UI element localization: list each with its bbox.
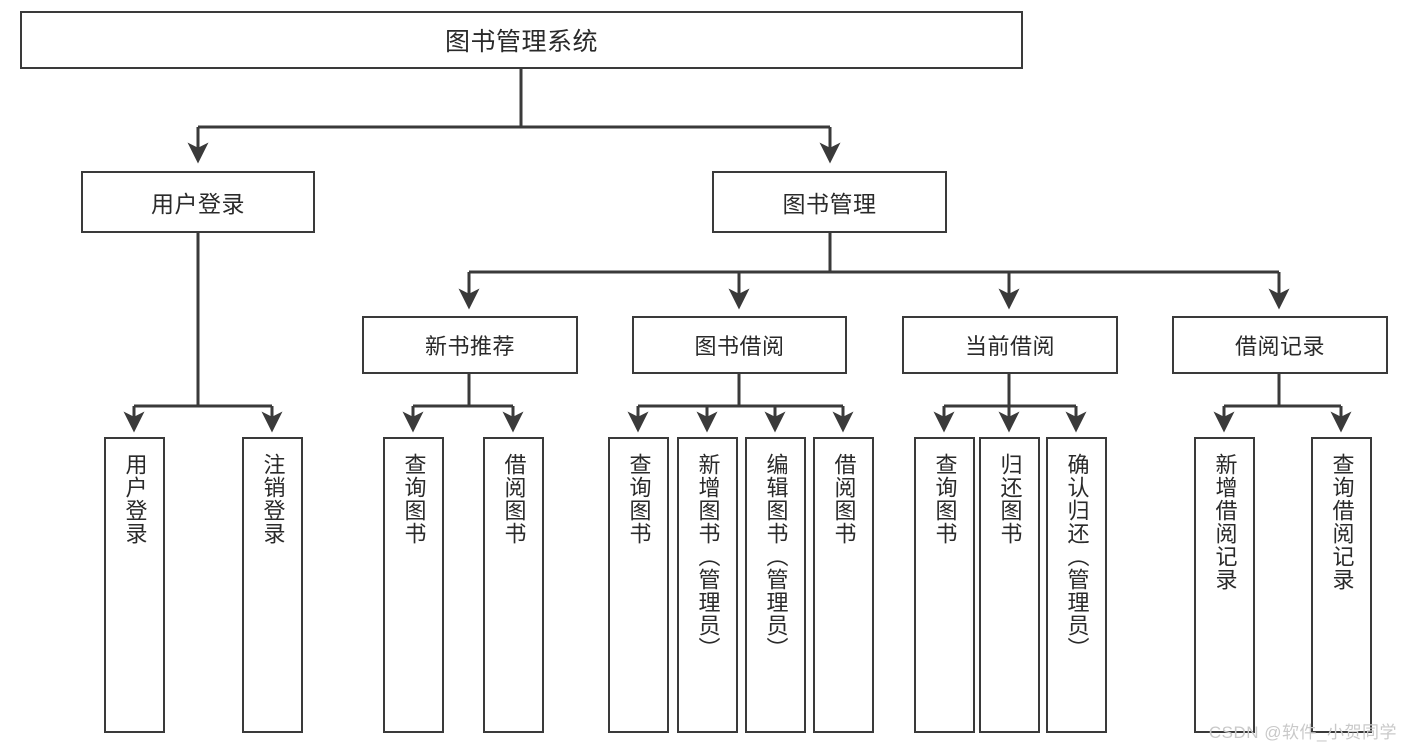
node-user-login[interactable]: 用户登录 [81, 171, 315, 233]
node-new-book-recommend-label: 新书推荐 [424, 334, 515, 359]
node-user-login-label: 用户登录 [151, 191, 245, 217]
node-leaf-edit-book[interactable]: 编辑图书（管理员） [745, 437, 806, 733]
node-leaf-confirm-return[interactable]: 确认归还（管理员） [1046, 437, 1107, 733]
node-leaf-user-login-label: 用户登录 [122, 453, 148, 545]
node-root-label: 图书管理系统 [444, 28, 598, 56]
node-leaf-confirm-return-label: 确认归还（管理员） [1064, 453, 1090, 660]
node-leaf-add-record-label: 新增借阅记录 [1212, 453, 1238, 591]
node-book-borrow-label: 图书借阅 [694, 334, 785, 359]
node-leaf-borrow-book-2[interactable]: 借阅图书 [813, 437, 874, 733]
node-leaf-add-record[interactable]: 新增借阅记录 [1194, 437, 1255, 733]
node-borrow-record[interactable]: 借阅记录 [1172, 316, 1388, 374]
node-book-manage-label: 图书管理 [782, 191, 877, 217]
node-leaf-query-book-3-label: 查询图书 [932, 453, 958, 545]
node-leaf-query-book-2[interactable]: 查询图书 [608, 437, 669, 733]
node-leaf-return-book-label: 归还图书 [997, 453, 1023, 545]
node-leaf-add-book-label: 新增图书（管理员） [695, 453, 721, 660]
csdn-watermark: CSDN @软件_小贺同学 [1208, 723, 1397, 742]
node-leaf-borrow-book-1-label: 借阅图书 [501, 453, 527, 545]
node-leaf-query-record-label: 查询借阅记录 [1329, 453, 1355, 591]
node-book-manage[interactable]: 图书管理 [712, 171, 947, 233]
node-leaf-query-record[interactable]: 查询借阅记录 [1311, 437, 1372, 733]
node-current-borrow[interactable]: 当前借阅 [902, 316, 1118, 374]
node-leaf-borrow-book-2-label: 借阅图书 [831, 453, 857, 545]
node-leaf-query-book-1[interactable]: 查询图书 [383, 437, 444, 733]
node-leaf-return-book[interactable]: 归还图书 [979, 437, 1040, 733]
node-current-borrow-label: 当前借阅 [964, 334, 1055, 359]
node-root[interactable]: 图书管理系统 [20, 11, 1023, 69]
node-leaf-query-book-3[interactable]: 查询图书 [914, 437, 975, 733]
node-leaf-query-book-1-label: 查询图书 [401, 453, 427, 545]
node-leaf-logout-login[interactable]: 注销登录 [242, 437, 303, 733]
node-leaf-borrow-book-1[interactable]: 借阅图书 [483, 437, 544, 733]
node-leaf-edit-book-label: 编辑图书（管理员） [763, 453, 789, 660]
node-book-borrow[interactable]: 图书借阅 [632, 316, 847, 374]
node-new-book-recommend[interactable]: 新书推荐 [362, 316, 578, 374]
node-leaf-user-login[interactable]: 用户登录 [104, 437, 165, 733]
node-leaf-logout-login-label: 注销登录 [260, 453, 286, 545]
node-borrow-record-label: 借阅记录 [1234, 334, 1325, 359]
node-leaf-query-book-2-label: 查询图书 [626, 453, 652, 545]
node-leaf-add-book[interactable]: 新增图书（管理员） [677, 437, 738, 733]
